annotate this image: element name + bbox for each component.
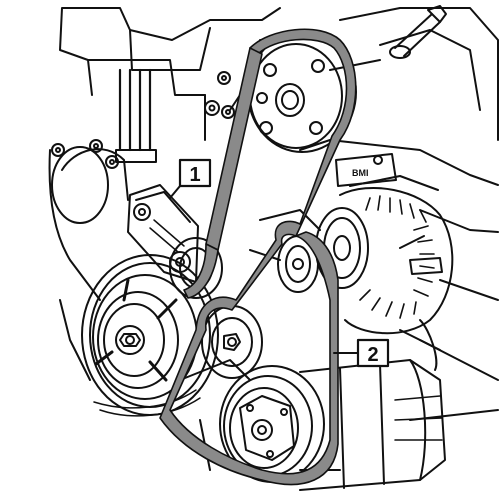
- coolant-pipes: [118, 68, 152, 152]
- callout-2-label: 2: [367, 344, 378, 366]
- callout-1-box: [178, 158, 212, 188]
- callout-1: 1: [169, 158, 212, 199]
- callout-1-leader: [169, 185, 181, 199]
- idler-pulley-lower: [201, 305, 263, 379]
- callout-2: 2: [333, 338, 390, 368]
- alternator: BMI: [315, 153, 454, 335]
- alternator-engraving: BMI: [352, 168, 369, 178]
- bolt-stud: [389, 5, 447, 59]
- callout-1-label: 1: [189, 164, 200, 186]
- serpentine-belt: [159, 28, 357, 486]
